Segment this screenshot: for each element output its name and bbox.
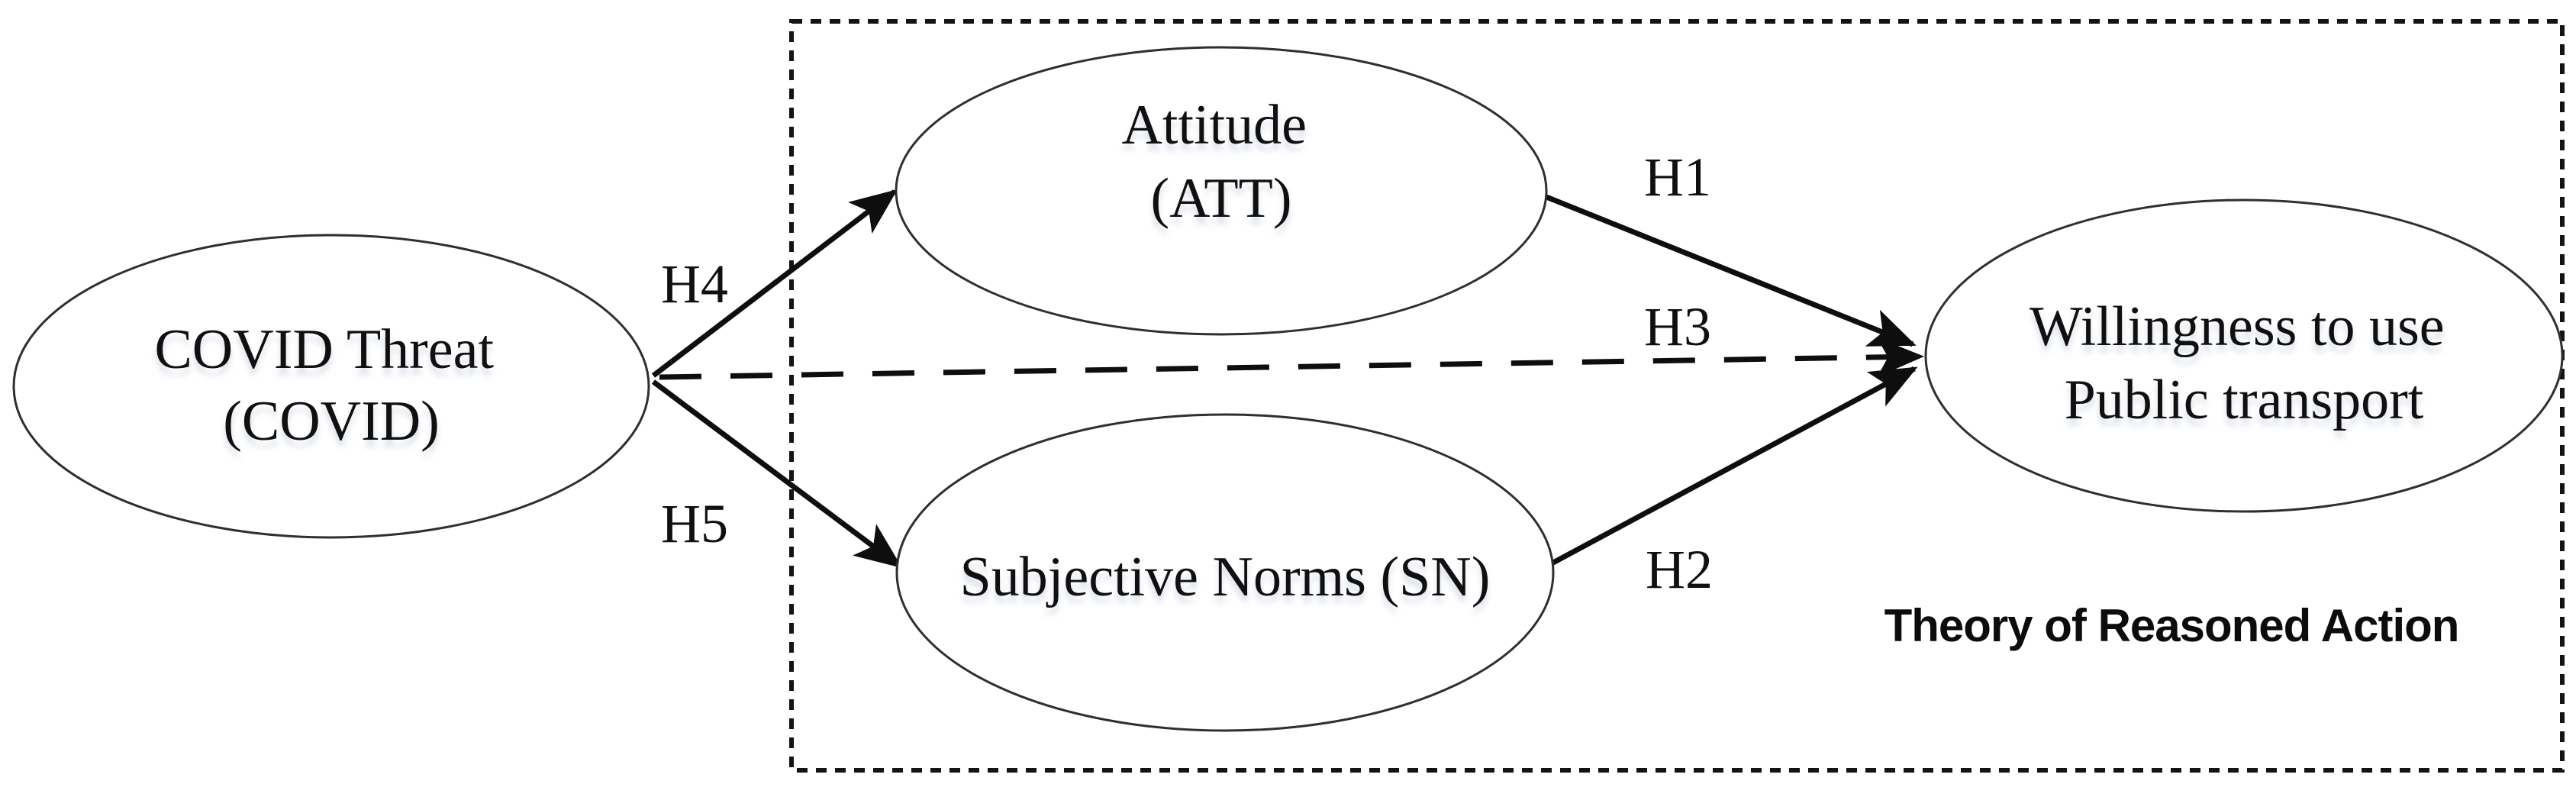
edge-h2-subjective-norms-to-willingness bbox=[1550, 366, 1918, 566]
edge-label-h5: H5 bbox=[661, 493, 728, 554]
node-attitude-line1: Attitude bbox=[1121, 94, 1307, 156]
node-willingness-line1: Willingness to use bbox=[2030, 295, 2445, 358]
node-attitude-label: Attitude (ATT) bbox=[1121, 94, 1320, 230]
tra-boundary-box bbox=[789, 19, 2565, 773]
edge-h1-attitude-to-willingness bbox=[1545, 194, 1917, 347]
edge-h4-covid-to-attitude bbox=[651, 189, 898, 378]
node-willingness-line2: Public transport bbox=[2065, 369, 2424, 431]
node-covid-threat bbox=[12, 234, 650, 539]
node-covid-threat-label: COVID Threat (COVID) bbox=[154, 318, 508, 453]
node-covid-threat-line1: COVID Threat bbox=[154, 318, 494, 381]
edge-label-h2: H2 bbox=[1646, 539, 1713, 600]
edge-h3-covid-to-willingness bbox=[659, 337, 1925, 380]
node-willingness bbox=[1924, 198, 2564, 513]
edge-label-h3: H3 bbox=[1644, 296, 1711, 357]
node-subjective-norms-line1: Subjective Norms (SN) bbox=[960, 546, 1491, 608]
edge-label-h4: H4 bbox=[661, 253, 728, 315]
edge-label-h1: H1 bbox=[1644, 147, 1711, 208]
node-subjective-norms-label: Subjective Norms (SN) bbox=[960, 546, 1491, 608]
node-willingness-label: Willingness to use Public transport bbox=[2030, 295, 2458, 431]
node-subjective-norms bbox=[895, 413, 1555, 732]
edge-h5-covid-to-subjective-norms bbox=[651, 379, 903, 569]
node-attitude-line2: (ATT) bbox=[1151, 167, 1292, 230]
frame-label-theory-of-reasoned-action: Theory of Reasoned Action bbox=[1884, 600, 2459, 651]
node-covid-threat-line2: (COVID) bbox=[223, 390, 440, 453]
node-attitude bbox=[895, 46, 1548, 336]
